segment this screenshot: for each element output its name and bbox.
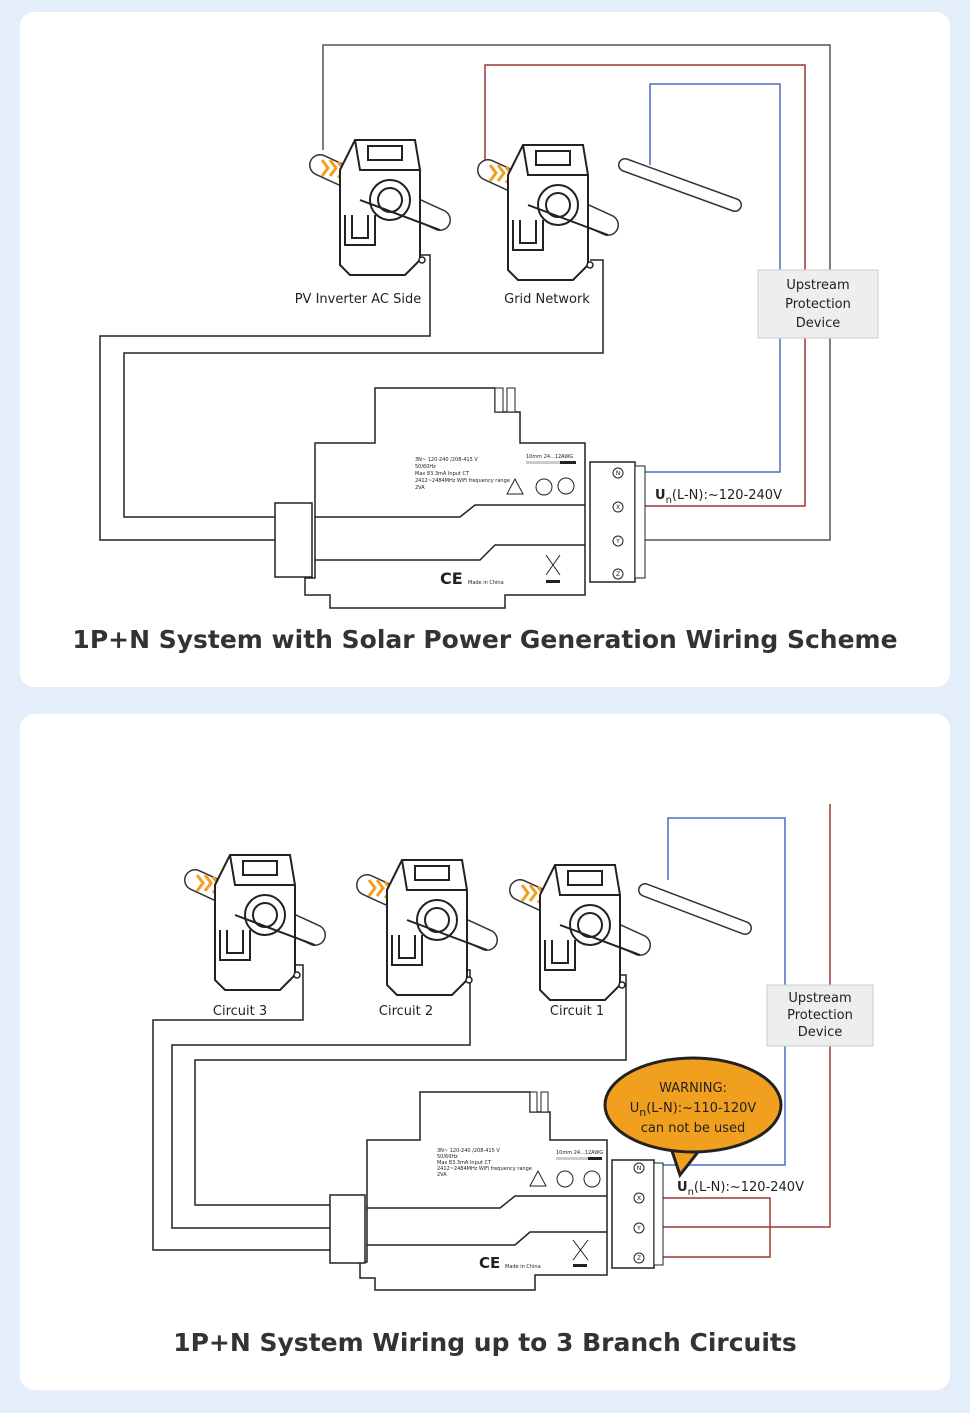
scheme1: PV Inverter AC Side Grid Network Upstrea… (72, 44, 898, 654)
upstream-protection-device: Upstream Protection Device (766, 984, 874, 1047)
energy-meter-device: 3N~ 120-240 /208-415 V 50/60Hz Max 83.3m… (274, 387, 646, 609)
current-transformer-icon (367, 860, 487, 995)
warning-icon (529, 1169, 547, 1187)
svg-text:Device: Device (798, 1025, 842, 1040)
scheme2: Circuit 3 Circuit 2 Circuit 1 Upstream P… (152, 804, 874, 1357)
svg-text:X: X (616, 504, 620, 511)
svg-text:WARNING:: WARNING: (659, 1081, 727, 1096)
no-icon (556, 1170, 574, 1188)
svg-text:Protection: Protection (785, 297, 851, 312)
live-loop-wire (663, 1197, 771, 1258)
ct-label-circuit1: Circuit 1 (550, 1004, 604, 1019)
svg-text:N: N (637, 1165, 642, 1172)
voltage-label: Un(L-N):~120-240V (655, 488, 782, 506)
upstream-protection-device: Upstream Protection Device (757, 269, 879, 339)
no-icon (583, 1170, 601, 1188)
svg-text:Y: Y (615, 538, 620, 545)
svg-text:Device: Device (796, 316, 840, 331)
svg-text:50/60Hz: 50/60Hz (415, 464, 436, 470)
live-wire (484, 64, 806, 507)
ct2-signal-wire (123, 259, 604, 518)
svg-text:2VA: 2VA (437, 1172, 447, 1178)
ct-label-grid: Grid Network (504, 292, 590, 307)
cable-icon (638, 883, 752, 935)
svg-text:Made in China: Made in China (505, 1264, 541, 1270)
ct1-signal-wire (99, 254, 431, 541)
svg-text:10mm 24...12AWG: 10mm 24...12AWG (526, 454, 573, 460)
svg-text:X: X (637, 1195, 641, 1202)
svg-text:Protection: Protection (787, 1008, 853, 1023)
voltage-label: Un(L-N):~120-240V (677, 1180, 804, 1198)
svg-text:Y: Y (636, 1225, 641, 1232)
no-icon (535, 478, 553, 496)
terminal-block-left (329, 1194, 366, 1264)
no-icon (557, 477, 575, 495)
svg-text:can not be used: can not be used (641, 1121, 746, 1136)
svg-text:3N~ 120-240 /208-415 V: 3N~ 120-240 /208-415 V (415, 457, 478, 463)
svg-text:10mm 24...12AWG: 10mm 24...12AWG (556, 1150, 603, 1156)
warning-icon (506, 477, 524, 495)
energy-meter-device: 3N~ 120-240 /208-415 V 50/60Hz Max 83.3m… (329, 1091, 664, 1291)
svg-text:2412~2484MHz WiFi frequency ra: 2412~2484MHz WiFi frequency range (437, 1166, 532, 1172)
circuit3-signal-wire (152, 964, 330, 1251)
ct-label-circuit3: Circuit 3 (213, 1004, 267, 1019)
svg-text:Max 83.3mA Input CT: Max 83.3mA Input CT (437, 1160, 492, 1166)
cable-icon (618, 158, 742, 212)
ct-label-circuit2: Circuit 2 (379, 1004, 433, 1019)
ce-mark: CE (479, 1254, 500, 1272)
earth-wire (322, 44, 831, 541)
current-transformer-icon (195, 855, 315, 990)
terminal-block-left (274, 502, 313, 578)
neutral-wire (645, 83, 781, 473)
scheme2-title: 1P+N System Wiring up to 3 Branch Circui… (173, 1328, 797, 1357)
svg-text:2412~2484MHz WiFi frequency ra: 2412~2484MHz WiFi frequency range (415, 478, 510, 484)
svg-text:Z: Z (637, 1255, 641, 1262)
svg-text:Made in China: Made in China (468, 580, 504, 586)
ce-mark: CE (440, 569, 463, 588)
svg-text:Upstream: Upstream (786, 278, 849, 293)
svg-text:N: N (616, 470, 621, 477)
weee-bin-icon (572, 1239, 589, 1261)
svg-text:Upstream: Upstream (788, 991, 851, 1006)
svg-text:Max 83.3mA Input CT: Max 83.3mA Input CT (415, 471, 470, 477)
svg-text:Un(L-N):~110-120V: Un(L-N):~110-120V (630, 1101, 757, 1119)
scheme1-title: 1P+N System with Solar Power Generation … (72, 625, 897, 654)
svg-text:2VA: 2VA (415, 485, 425, 491)
weee-bin-icon (545, 554, 561, 576)
live-wire (663, 804, 831, 1228)
svg-text:50/60Hz: 50/60Hz (437, 1154, 458, 1160)
circuit2-signal-wire (171, 969, 471, 1229)
svg-text:Z: Z (616, 571, 620, 578)
warning-bubble: WARNING: Un(L-N):~110-120V can not be us… (603, 1056, 783, 1179)
ct-label-pv: PV Inverter AC Side (295, 292, 422, 307)
terminal-block-right (589, 461, 636, 583)
terminal-block-right (611, 1159, 655, 1269)
current-transformer-icon (520, 865, 640, 1000)
neutral-wire (663, 817, 786, 1166)
circuit1-signal-wire (194, 974, 627, 1206)
svg-text:3N~ 120-240 /208-415 V: 3N~ 120-240 /208-415 V (437, 1148, 500, 1154)
